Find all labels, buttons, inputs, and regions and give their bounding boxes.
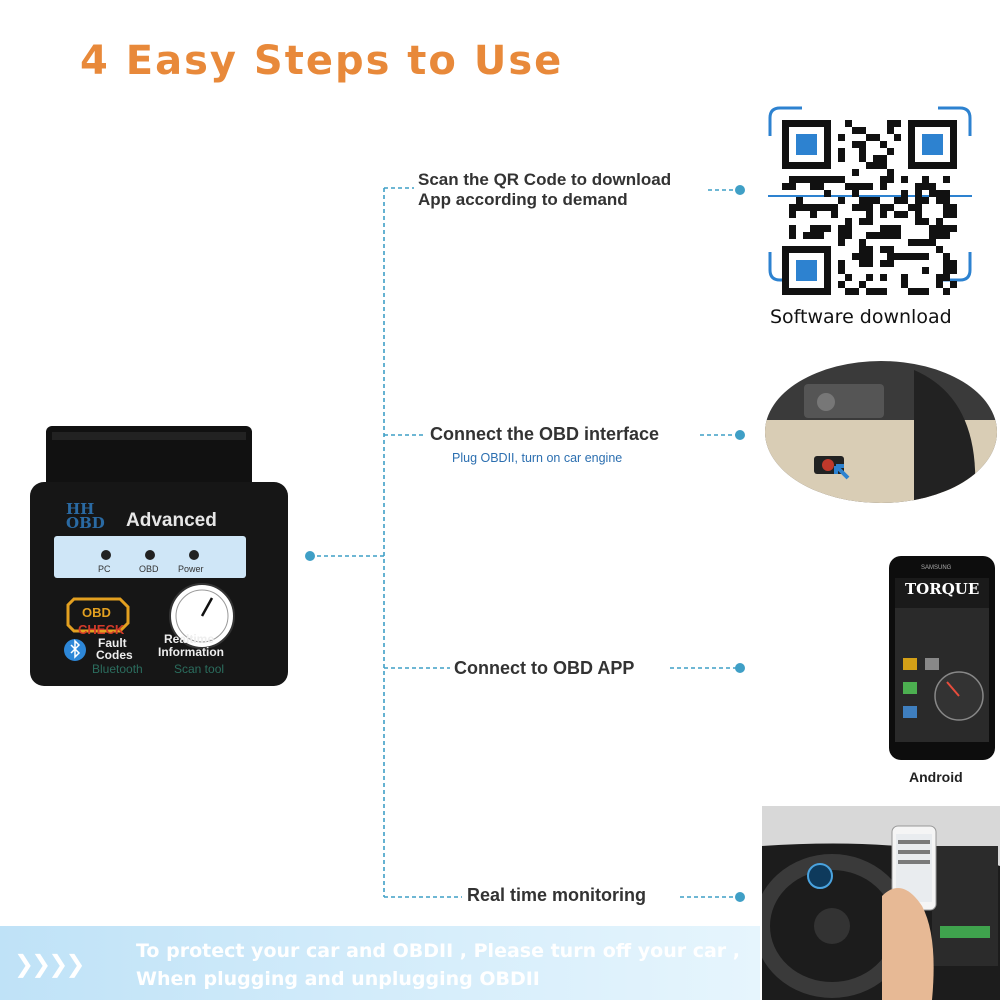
torque-app-title: TORQUE	[905, 580, 980, 598]
phone-brand: SAMSUNG	[921, 565, 952, 571]
scan-tool-text: Scan tool	[174, 662, 225, 676]
banner-line-1: To protect your car and OBDII , Please t…	[136, 940, 741, 962]
device-title: Advanced	[126, 510, 217, 531]
connector-node-4	[735, 892, 745, 902]
qr-caption: Software download	[770, 306, 952, 328]
step-2-text: Connect the OBD interface	[430, 424, 660, 444]
led-label-pc: PC	[98, 564, 111, 574]
led-label-power: Power	[178, 564, 204, 574]
device-brand: HH OBD	[66, 500, 105, 532]
step-1-line-1: Scan the QR Code to download	[418, 170, 672, 189]
step-1-text: Scan the QR Code to download App accordi…	[418, 170, 671, 210]
connector-node-2	[735, 430, 745, 440]
android-phone-image: SAMSUNG TORQUE	[887, 556, 997, 762]
safety-banner: ❯❯❯❯ To protect your car and OBDII , Ple…	[0, 926, 760, 1000]
connector-node-3	[735, 663, 745, 673]
connector-node-root	[305, 551, 315, 561]
obd-device-image: HH OBD Advanced PC OBD Power OBD CHECK F…	[28, 424, 290, 688]
engine-obd-label: OBD	[82, 605, 111, 620]
page-title: 4 Easy Steps to Use	[80, 38, 564, 84]
banner-line-2: When plugging and unplugging OBDII	[136, 968, 540, 990]
qr-code-image	[756, 96, 984, 328]
fault-label-1: Fault	[98, 636, 127, 650]
step-2-subtext: Plug OBDII, turn on car engine	[452, 451, 623, 465]
chevrons-right-icon: ❯❯❯❯	[14, 950, 85, 978]
android-label: Android	[909, 769, 963, 785]
led-label-obd: OBD	[139, 564, 159, 574]
step-3-text: Connect to OBD APP	[454, 658, 635, 678]
car-interior-photo	[764, 360, 998, 504]
check-label: CHECK	[78, 622, 125, 637]
bluetooth-text: Bluetooth	[92, 662, 143, 676]
realtime-label-1: Realtime	[164, 632, 215, 646]
dashboard-photo	[754, 806, 1000, 1000]
step-1-line-2: App according to demand	[418, 190, 628, 209]
step-4-text: Real time monitoring	[467, 885, 647, 905]
fault-label-2: Codes	[96, 648, 133, 662]
realtime-label-2: Information	[158, 645, 224, 659]
connector-node-1	[735, 185, 745, 195]
